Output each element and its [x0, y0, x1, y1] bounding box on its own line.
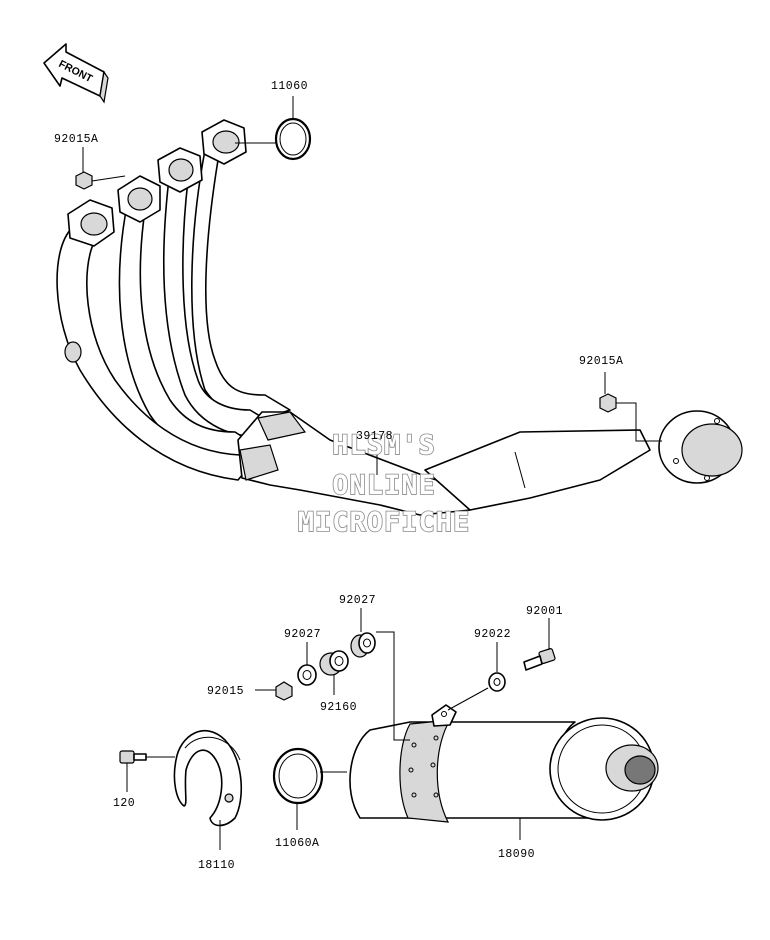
washer-92027-left [297, 642, 317, 686]
nut-92015a-top [75, 147, 126, 190]
nut-92015a-right [599, 372, 662, 442]
part-labels: 11060 92015A 92015A 39178 92027 92027 92… [54, 80, 623, 872]
label-92015: 92015 [207, 685, 244, 698]
header-flange-2 [117, 175, 161, 223]
label-92027-right: 92027 [339, 594, 376, 607]
watermark-line-2: ONLINE [332, 470, 436, 501]
gasket-11060 [235, 96, 312, 161]
exhaust-header-pipes [56, 119, 743, 516]
watermark-line-1: HLSM'S [332, 430, 436, 461]
nut-92015 [255, 681, 293, 701]
watermark: HLSM'S ONLINE MICROFICHE [297, 429, 471, 539]
bolt-120 [119, 750, 175, 792]
bush-92160 [319, 650, 349, 695]
label-92015a-top: 92015A [54, 133, 98, 146]
bolt-92001 [523, 618, 556, 671]
label-39178: 39178 [356, 430, 393, 443]
label-11060a: 11060A [275, 837, 319, 850]
label-92022: 92022 [474, 628, 511, 641]
end-cap-18110 [173, 729, 243, 850]
label-18110: 18110 [198, 859, 235, 872]
watermark-line-3: MICROFICHE [298, 507, 471, 538]
header-flange-4 [201, 119, 247, 165]
label-92001: 92001 [526, 605, 563, 618]
washer-92022 [447, 642, 506, 711]
header-flange-3 [157, 147, 203, 193]
label-18090: 18090 [498, 848, 535, 861]
header-flange-1 [67, 199, 115, 247]
gasket-11060a [272, 747, 347, 830]
label-11060: 11060 [271, 80, 308, 93]
washer-92027-right [350, 608, 410, 741]
front-direction-arrow: FRONT [43, 43, 109, 104]
label-92027-left: 92027 [284, 628, 321, 641]
label-92015a-right: 92015A [579, 355, 623, 368]
label-92160: 92160 [320, 701, 357, 714]
muffler-18090 [349, 704, 659, 840]
label-120: 120 [113, 797, 135, 810]
